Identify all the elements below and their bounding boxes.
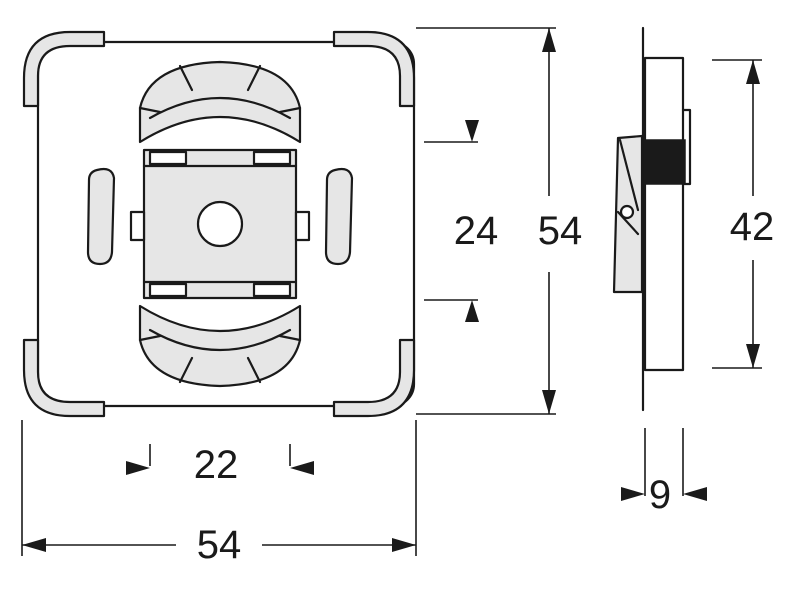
center-hole xyxy=(196,200,244,248)
center-mechanism xyxy=(129,148,311,300)
rocker-bottom xyxy=(138,304,302,388)
dimension-inner-width: 22 xyxy=(126,443,314,487)
dimension-label-9: 9 xyxy=(649,473,671,517)
side-body xyxy=(643,56,685,372)
dimension-label-42: 42 xyxy=(730,205,775,249)
corner-clip-top-left xyxy=(22,30,106,108)
dimension-label-54-width: 54 xyxy=(197,523,242,567)
dimension-inner-height: 24 xyxy=(424,120,498,322)
rocker-top xyxy=(138,60,302,144)
side-clip xyxy=(681,108,692,186)
side-dark-block xyxy=(644,139,686,185)
side-pivot xyxy=(619,204,635,220)
dimension-label-22: 22 xyxy=(194,443,239,487)
dimension-side-height: 42 xyxy=(712,59,775,369)
dimension-front-height: 54 xyxy=(416,27,583,415)
side-view xyxy=(612,26,692,412)
corner-clip-bottom-left xyxy=(22,338,106,418)
mounting-slot-right xyxy=(324,167,354,266)
corner-clip-top-right xyxy=(332,30,416,108)
dimension-label-24: 24 xyxy=(454,209,499,253)
dimension-side-depth: 9 xyxy=(621,428,707,517)
dimension-label-54-height: 54 xyxy=(538,209,583,253)
mounting-slot-left xyxy=(86,167,116,266)
dimension-front-width: 54 xyxy=(21,420,417,567)
corner-clip-bottom-right xyxy=(332,338,416,418)
front-view xyxy=(22,30,416,418)
